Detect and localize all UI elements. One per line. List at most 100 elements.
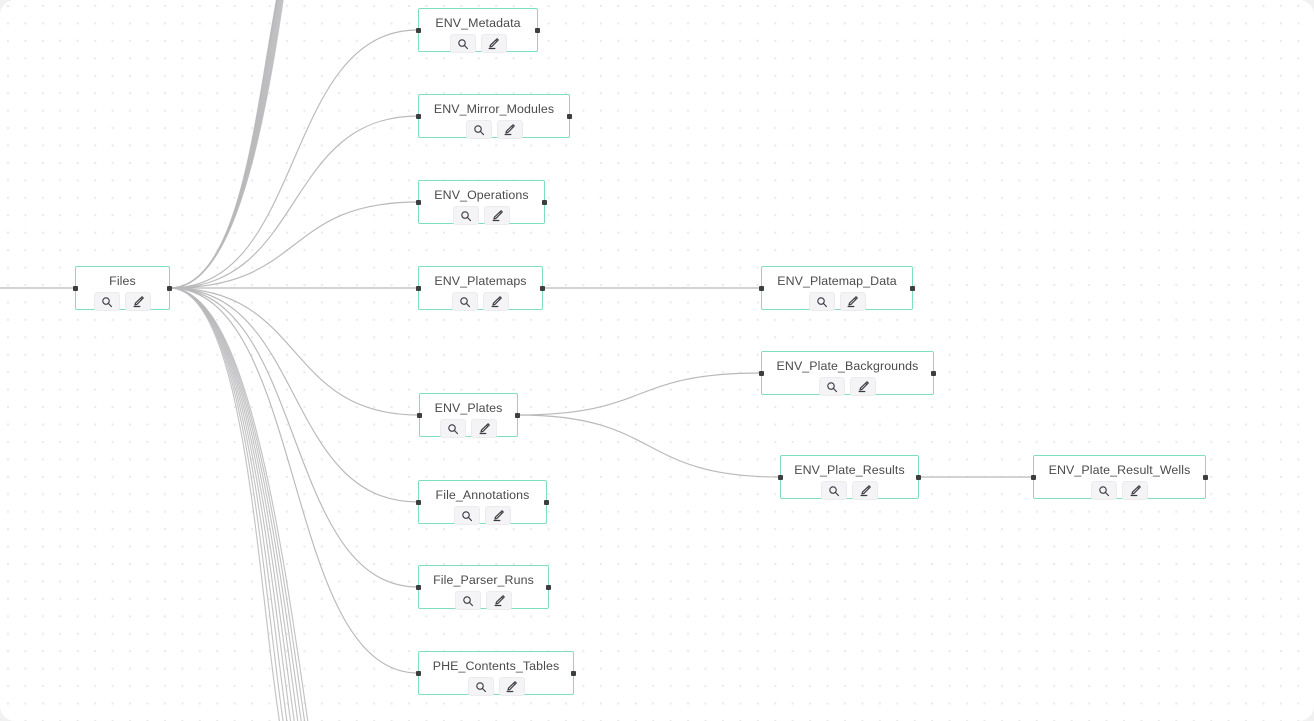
node-title: File_Annotations — [435, 488, 530, 502]
node-actions — [465, 120, 523, 139]
pencil-icon[interactable] — [839, 292, 866, 311]
graph-node-env_platemaps[interactable]: ENV_Platemaps — [416, 266, 545, 311]
pencil-icon[interactable] — [480, 34, 507, 53]
connector-handle-left[interactable] — [416, 113, 421, 119]
pencil-icon[interactable] — [1122, 481, 1148, 500]
pencil-icon[interactable] — [498, 677, 525, 696]
graph-node-env_operations[interactable]: ENV_Operations — [416, 180, 547, 225]
connector-handle-left[interactable] — [759, 370, 764, 376]
node-title: PHE_Contents_Tables — [432, 659, 560, 673]
search-icon[interactable] — [453, 206, 479, 225]
edge-files-offscreen-up-2 — [169, 0, 278, 289]
node-actions — [454, 506, 511, 525]
connector-handle-right[interactable] — [567, 113, 572, 119]
connector-handle-right[interactable] — [167, 285, 172, 291]
connector-handle-left[interactable] — [417, 412, 422, 418]
edge-files-offscreen-up-5 — [169, 0, 280, 289]
graph-node-files[interactable]: Files — [73, 266, 172, 311]
graph-node-env_plate_results[interactable]: ENV_Plate_Results — [778, 455, 921, 500]
node-title: ENV_Platemap_Data — [777, 274, 897, 288]
node-title: ENV_Plate_Backgrounds — [776, 359, 919, 373]
connector-handle-left[interactable] — [416, 499, 421, 505]
graph-node-env_mirror_modules[interactable]: ENV_Mirror_Modules — [416, 94, 572, 139]
pencil-icon[interactable] — [125, 292, 151, 311]
edge-env_plates-to-env_plate_results — [517, 414, 781, 478]
connector-handle-left[interactable] — [73, 285, 78, 291]
search-icon[interactable] — [449, 34, 476, 53]
connector-handle-left[interactable] — [778, 474, 783, 480]
node-actions — [455, 591, 512, 610]
search-icon[interactable] — [454, 506, 480, 525]
edge-files-to-file_parser_runs — [169, 287, 419, 588]
pencil-icon[interactable] — [471, 419, 497, 438]
connector-handle-right[interactable] — [542, 199, 547, 205]
connector-handle-left[interactable] — [416, 584, 421, 590]
graph-node-file_parser_runs[interactable]: File_Parser_Runs — [416, 565, 551, 610]
node-title: File_Parser_Runs — [433, 573, 534, 587]
graph-node-file_annotations[interactable]: File_Annotations — [416, 480, 549, 525]
edge-files-offscreen-down-2 — [169, 287, 288, 721]
graph-node-env_plate_backgrounds[interactable]: ENV_Plate_Backgrounds — [759, 351, 936, 396]
pencil-icon[interactable] — [852, 481, 878, 500]
connector-handle-left[interactable] — [416, 285, 421, 291]
node-actions — [94, 292, 151, 311]
node-title: ENV_Plate_Result_Wells — [1048, 463, 1191, 477]
edge-files-offscreen-up-9 — [169, 0, 283, 289]
search-icon[interactable] — [819, 377, 845, 396]
graph-node-env_plate_result_wells[interactable]: ENV_Plate_Result_Wells — [1031, 455, 1208, 500]
edge-files-offscreen-up-6 — [169, 0, 280, 289]
search-icon[interactable] — [440, 419, 466, 438]
connector-handle-left[interactable] — [1031, 474, 1036, 480]
pencil-icon[interactable] — [850, 377, 876, 396]
connector-handle-right[interactable] — [546, 584, 551, 590]
search-icon[interactable] — [465, 120, 492, 139]
search-icon[interactable] — [94, 292, 120, 311]
search-icon[interactable] — [452, 292, 478, 311]
connector-handle-right[interactable] — [535, 27, 540, 33]
edge-files-offscreen-up-0 — [169, 0, 278, 289]
node-actions — [821, 481, 878, 500]
search-icon[interactable] — [1091, 481, 1117, 500]
connector-handle-right[interactable] — [515, 412, 520, 418]
graph-node-env_platemap_data[interactable]: ENV_Platemap_Data — [759, 266, 915, 311]
edge-files-offscreen-up-7 — [169, 0, 281, 289]
node-actions — [449, 34, 507, 53]
search-icon[interactable] — [455, 591, 481, 610]
connector-handle-left[interactable] — [416, 199, 421, 205]
node-actions — [452, 292, 509, 311]
edge-files-offscreen-up-3 — [169, 0, 278, 289]
edge-files-to-env_mirror_modules — [169, 115, 419, 289]
pencil-icon[interactable] — [483, 292, 509, 311]
edge-files-offscreen-down-0 — [169, 287, 281, 721]
search-icon[interactable] — [808, 292, 835, 311]
edge-env_plates-to-env_plate_backgrounds — [517, 372, 762, 416]
connector-handle-right[interactable] — [916, 474, 921, 480]
graph-node-phe_contents_tables[interactable]: PHE_Contents_Tables — [416, 651, 576, 696]
edge-files-offscreen-down-3 — [169, 287, 292, 721]
search-icon[interactable] — [821, 481, 847, 500]
connector-handle-right[interactable] — [931, 370, 936, 376]
connector-handle-right[interactable] — [540, 285, 545, 291]
connector-handle-right[interactable] — [571, 670, 576, 676]
edge-files-offscreen-down-4 — [169, 287, 295, 721]
graph-node-env_metadata[interactable]: ENV_Metadata — [416, 8, 540, 53]
node-actions — [819, 377, 876, 396]
pencil-icon[interactable] — [484, 206, 510, 225]
graph-node-env_plates[interactable]: ENV_Plates — [417, 393, 520, 438]
edge-files-offscreen-down-5 — [169, 287, 299, 721]
pencil-icon[interactable] — [485, 506, 511, 525]
connector-handle-right[interactable] — [1203, 474, 1208, 480]
node-actions — [808, 292, 866, 311]
edge-files-offscreen-up-4 — [169, 0, 279, 289]
pencil-icon[interactable] — [496, 120, 523, 139]
connector-handle-left[interactable] — [416, 670, 421, 676]
search-icon[interactable] — [467, 677, 494, 696]
edge-files-offscreen-down-6 — [169, 287, 302, 721]
connector-handle-right[interactable] — [910, 285, 915, 291]
connector-handle-left[interactable] — [416, 27, 421, 33]
pencil-icon[interactable] — [486, 591, 512, 610]
connector-handle-left[interactable] — [759, 285, 764, 291]
connector-handle-right[interactable] — [544, 499, 549, 505]
